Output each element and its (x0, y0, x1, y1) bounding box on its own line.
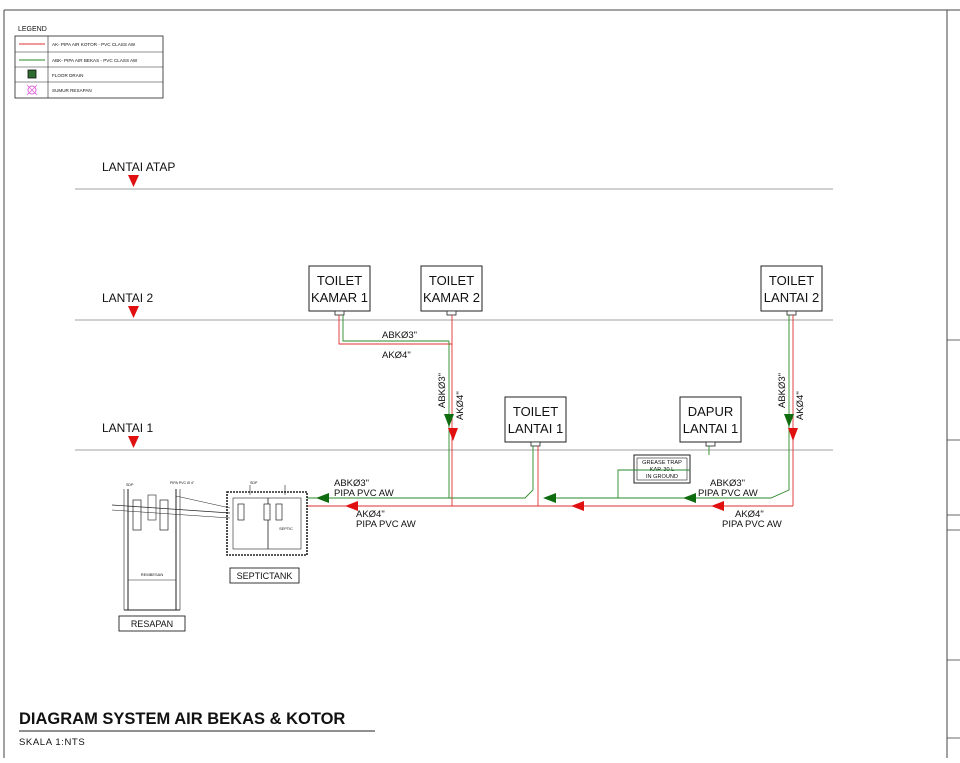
flow-arrow-down-green-icon (444, 414, 454, 427)
sumur-resapan-icon (26, 84, 38, 96)
pipe-label-ak: AKØ4" (382, 350, 411, 361)
level-marker-icon (128, 175, 139, 187)
fixture-label: KAMAR 2 (423, 290, 480, 305)
pipe-label-abk: ABKØ3" (710, 478, 745, 489)
pipe-label-ak-vertical: AKØ4" (795, 391, 806, 420)
fixture-label: TOILET (429, 273, 474, 288)
tank-note: SEPTIC (279, 527, 293, 531)
floor-drain-icon (530, 441, 541, 447)
flow-arrow-left-green-icon (316, 493, 329, 503)
flow-arrow-down-red-icon (788, 428, 798, 441)
tank-note: REMBESAN (141, 572, 164, 577)
level-label-atap: LANTAI ATAP (102, 160, 175, 174)
pipe-label-pipa: PIPA PVC AW (356, 519, 416, 530)
pipe-labels: ABKØ3" AKØ4" ABKØ3" AKØ4" ABKØ3" AKØ4" A… (334, 330, 806, 530)
tank-note: PIPA PVC Ø 4" (170, 481, 195, 485)
flow-arrows (316, 414, 798, 511)
fixture-toilet-lantai-1: TOILET LANTAI 1 (504, 396, 567, 447)
pipe-label-ak: AKØ4" (356, 509, 385, 520)
pipe-label-abk: ABKØ3" (334, 478, 369, 489)
level-marker-icon (128, 306, 139, 318)
legend-item-label: AK- PIPA AIR KOTOR - PVC CLASS AW (52, 42, 136, 47)
grease-trap: GREASE TRAP KAP. 30 L IN GROUND (633, 454, 691, 484)
tank-note: SDP (126, 483, 134, 487)
fixture-dapur-lantai-1: DAPUR LANTAI 1 (679, 396, 742, 447)
pipe-label-ak-vertical: AKØ4" (455, 391, 466, 420)
fixture-label: DAPUR (688, 404, 734, 419)
pipe-label-abk: ABKØ3" (382, 330, 417, 341)
flow-arrow-left-red-icon (571, 501, 584, 511)
fixture-toilet-lantai-2: TOILET LANTAI 2 (760, 265, 823, 316)
pipe-label-abk-vertical: ABKØ3" (777, 373, 788, 408)
fixture-toilet-kamar-2: TOILET KAMAR 2 (420, 265, 483, 316)
fixture-label: LANTAI 2 (764, 290, 819, 305)
pipe-ak-red (283, 315, 794, 507)
diagram-scale: SKALA 1:NTS (19, 737, 85, 748)
floor-drain-icon (786, 310, 797, 316)
legend-item-label: ABK- PIPA AIR BEKAS - PVC CLASS AW (52, 58, 138, 63)
fixture-label: TOILET (769, 273, 814, 288)
pipe-abk-green (304, 315, 790, 499)
pipe-label-pipa: PIPA PVC AW (334, 488, 394, 499)
level-lines: LANTAI ATAP LANTAI 2 LANTAI 1 (75, 160, 833, 451)
fixture-toilet-kamar-1: TOILET KAMAR 1 (308, 265, 371, 316)
flow-arrow-left-green-icon (683, 493, 696, 503)
legend-title: LEGEND (18, 26, 47, 33)
fixture-label: TOILET (513, 404, 558, 419)
pipe-label-pipa: PIPA PVC AW (698, 488, 758, 499)
fixture-label: LANTAI 1 (683, 421, 738, 436)
flow-arrow-left-red-icon (345, 501, 358, 511)
fixture-label: LANTAI 1 (508, 421, 563, 436)
septictank-label: SEPTICTANK (237, 571, 293, 581)
diagram-title: DIAGRAM SYSTEM AIR BEKAS & KOTOR (19, 710, 345, 728)
level-label-lantai1: LANTAI 1 (102, 421, 153, 435)
resapan-label: RESAPAN (131, 619, 173, 629)
pipe-label-pipa: PIPA PVC AW (722, 519, 782, 530)
tank-note: SDP (250, 481, 258, 485)
flow-arrow-left-red-icon (711, 501, 724, 511)
floor-drain-icon (27, 69, 37, 79)
floor-drain-icon (705, 441, 716, 447)
grease-trap-label: GREASE TRAP (642, 460, 682, 466)
title-block: DIAGRAM SYSTEM AIR BEKAS & KOTOR SKALA 1… (19, 710, 375, 748)
pipe-label-ak: AKØ4" (735, 509, 764, 520)
legend-item-label: SUMUR RESAPAN (52, 88, 92, 93)
legend: LEGEND AK- PIPA AIR KOTOR - PVC CLASS AW… (14, 26, 164, 99)
resapan: SDP PIPA PVC Ø 4" REMBESAN RESAPAN (111, 481, 231, 632)
grease-trap-label: IN GROUND (646, 474, 678, 480)
pipe-ak-network (283, 315, 794, 507)
floor-drain-icon (446, 310, 457, 316)
pipe-label-abk-vertical: ABKØ3" (437, 373, 448, 408)
septic-tank: SDP SEPTIC SEPTICTANK (226, 481, 308, 584)
pipe-abk-network (304, 315, 790, 499)
flow-arrow-left-green-icon (543, 493, 556, 503)
fixture-label: TOILET (317, 273, 362, 288)
level-label-lantai2: LANTAI 2 (102, 291, 153, 305)
legend-item-label: FLOOR DRAIN (52, 73, 83, 78)
fixture-label: KAMAR 1 (311, 290, 368, 305)
floor-drain-icon (334, 310, 345, 316)
level-marker-icon (128, 436, 139, 448)
flow-arrow-down-green-icon (784, 414, 794, 427)
flow-arrow-down-red-icon (448, 428, 458, 441)
